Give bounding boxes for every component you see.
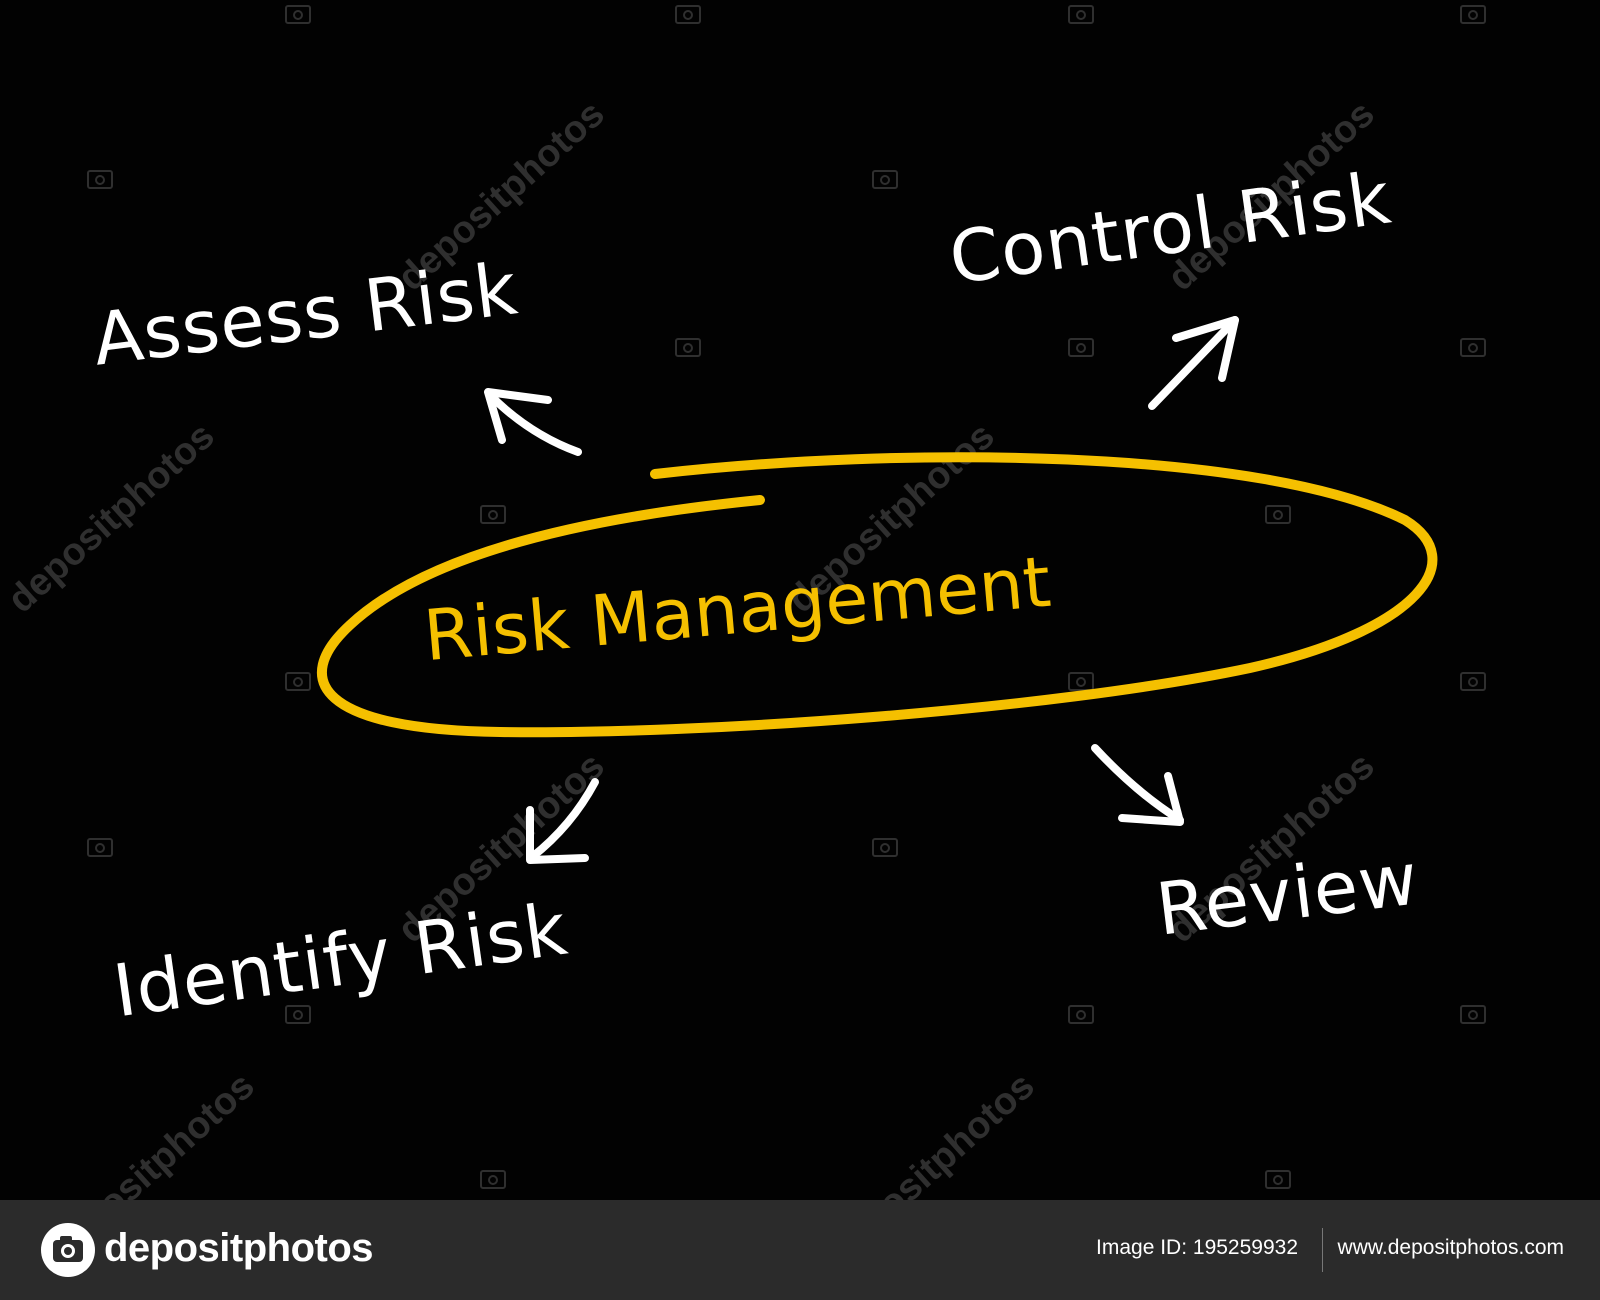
arrow-identify (526, 778, 599, 864)
footer-divider (1322, 1228, 1323, 1272)
arrow-assess (484, 388, 582, 456)
arrow-review (1091, 744, 1184, 826)
depositphotos-logo-icon (41, 1223, 95, 1277)
image-id: Image ID: 195259932 (1096, 1236, 1298, 1259)
diagram-graphics (317, 316, 1438, 864)
center-ellipse (317, 452, 1438, 738)
diagram-board: depositphotos depositphotos depositphoto… (0, 5, 1486, 1200)
footer-bar: depositphotos Image ID: 195259932 www.de… (0, 1200, 1600, 1300)
site-url[interactable]: www.depositphotos.com (1337, 1236, 1564, 1259)
footer-brand: depositphotos (104, 1226, 374, 1270)
arrow-control (1148, 316, 1239, 410)
